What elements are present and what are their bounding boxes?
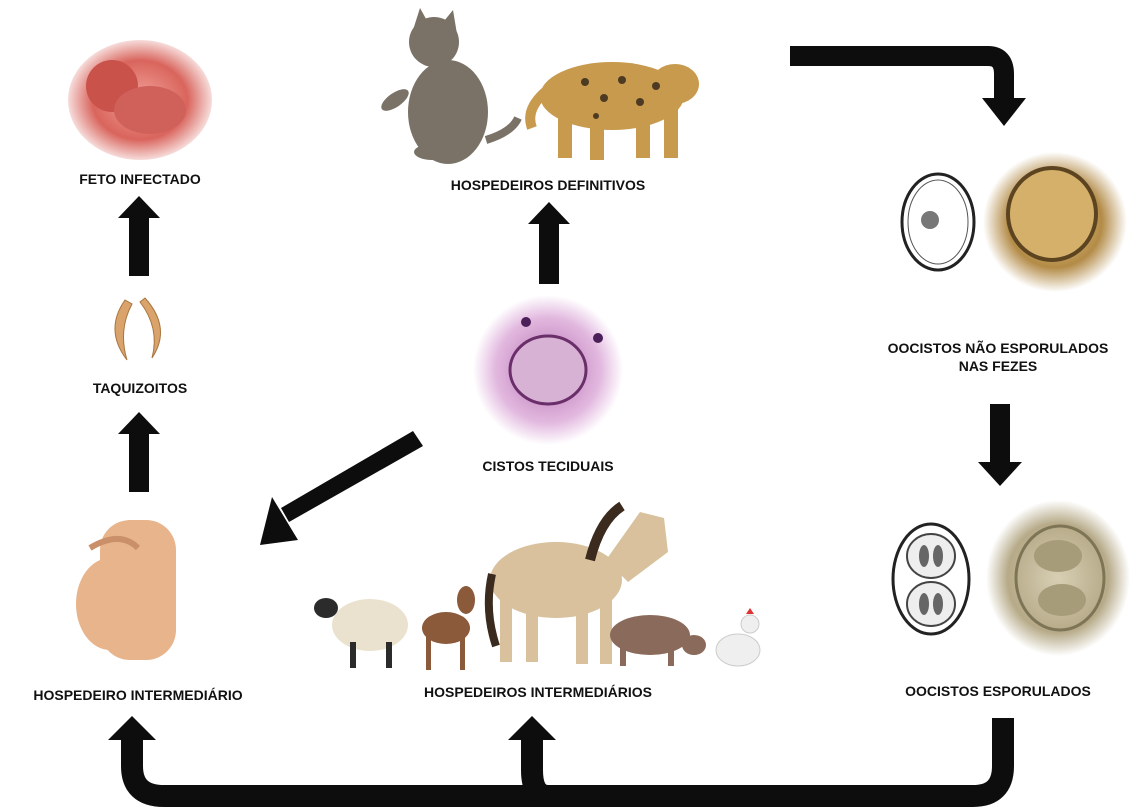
label-tachyzoites: TAQUIZOITOS — [40, 379, 240, 397]
arrow-up-to-definitive-hosts — [528, 202, 570, 284]
arrow-bottom-head-left — [108, 716, 156, 740]
chicken-image — [716, 608, 760, 666]
oocyst-micrograph-sporulated — [986, 500, 1130, 656]
goat-image — [422, 586, 475, 670]
label-intermediate-hosts: HOSPEDEIROS INTERMEDIÁRIOS — [390, 683, 686, 701]
oocyst-drawing-unsporulated — [902, 174, 974, 270]
tachyzoite-image — [115, 298, 161, 360]
label-oocysts-sporulated: OOCISTOS ESPORULADOS — [870, 682, 1126, 700]
arrow-curved-to-unsporulated — [790, 56, 1004, 98]
arrow-up-to-tachyzoites — [118, 412, 160, 492]
arrow-diagonal-to-intermediate-host — [260, 431, 423, 545]
label-oocysts-unsporulated: OOCISTOS NÃO ESPORULADOS NAS FEZES — [860, 339, 1136, 375]
arrow-bottom-head-middle — [508, 716, 556, 740]
jaguar-image — [530, 62, 699, 160]
pregnant-woman-image — [76, 520, 176, 660]
oocyst-drawing-sporulated — [893, 524, 969, 634]
cat-image — [378, 8, 518, 164]
arrow-up-to-fetus — [118, 196, 160, 276]
oocyst-micrograph-unsporulated — [983, 152, 1127, 292]
sheep-image — [314, 598, 408, 668]
tissue-cyst-micrograph — [473, 295, 623, 445]
label-fetus: FETO INFECTADO — [40, 170, 240, 188]
label-intermediate-host: HOSPEDEIRO INTERMEDIÁRIO — [0, 686, 276, 704]
arrow-bottom-loop — [132, 718, 1003, 796]
arrow-down-to-sporulated — [978, 404, 1022, 486]
fetus-image — [68, 40, 212, 160]
label-definitive-hosts: HOSPEDEIROS DEFINITIVOS — [400, 176, 696, 194]
pig-image — [610, 615, 706, 666]
arrow-curved-head — [982, 98, 1026, 126]
label-tissue-cysts: CISTOS TECIDUAIS — [440, 457, 656, 475]
